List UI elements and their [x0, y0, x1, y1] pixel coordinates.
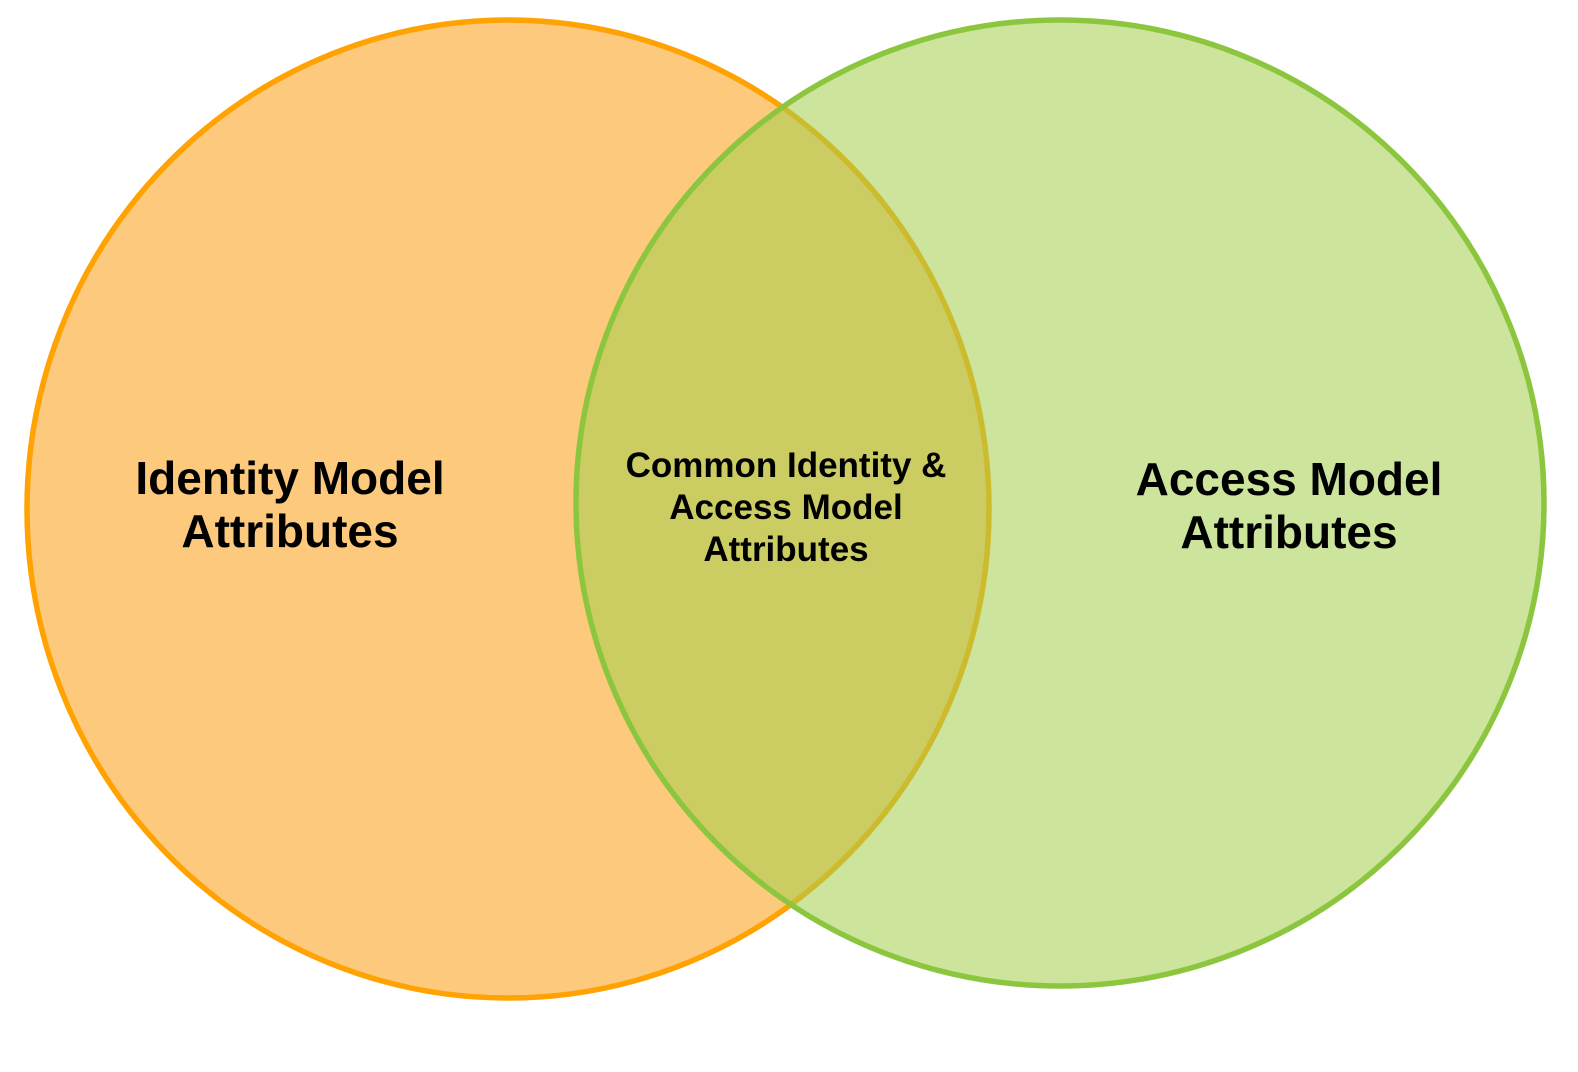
- access-label-line2: Attributes: [1180, 506, 1398, 558]
- access-circle-outline: [573, 17, 1547, 989]
- access-circle-fill: [576, 20, 1544, 986]
- access-label-line1: Access Model: [1135, 453, 1443, 505]
- identity-circle-label: Identity Model Attributes: [135, 452, 444, 558]
- identity-label-line1: Identity Model: [135, 452, 445, 504]
- overlap-label-line2: Access Model: [669, 488, 903, 527]
- overlap-label-line1: Common Identity &: [625, 446, 947, 485]
- overlap-label-line3: Attributes: [703, 530, 869, 569]
- overlap-label: Common Identity & Access Model Attribute…: [626, 445, 947, 571]
- identity-label-line2: Attributes: [181, 505, 399, 557]
- access-circle-label: Access Model Attributes: [1136, 453, 1443, 559]
